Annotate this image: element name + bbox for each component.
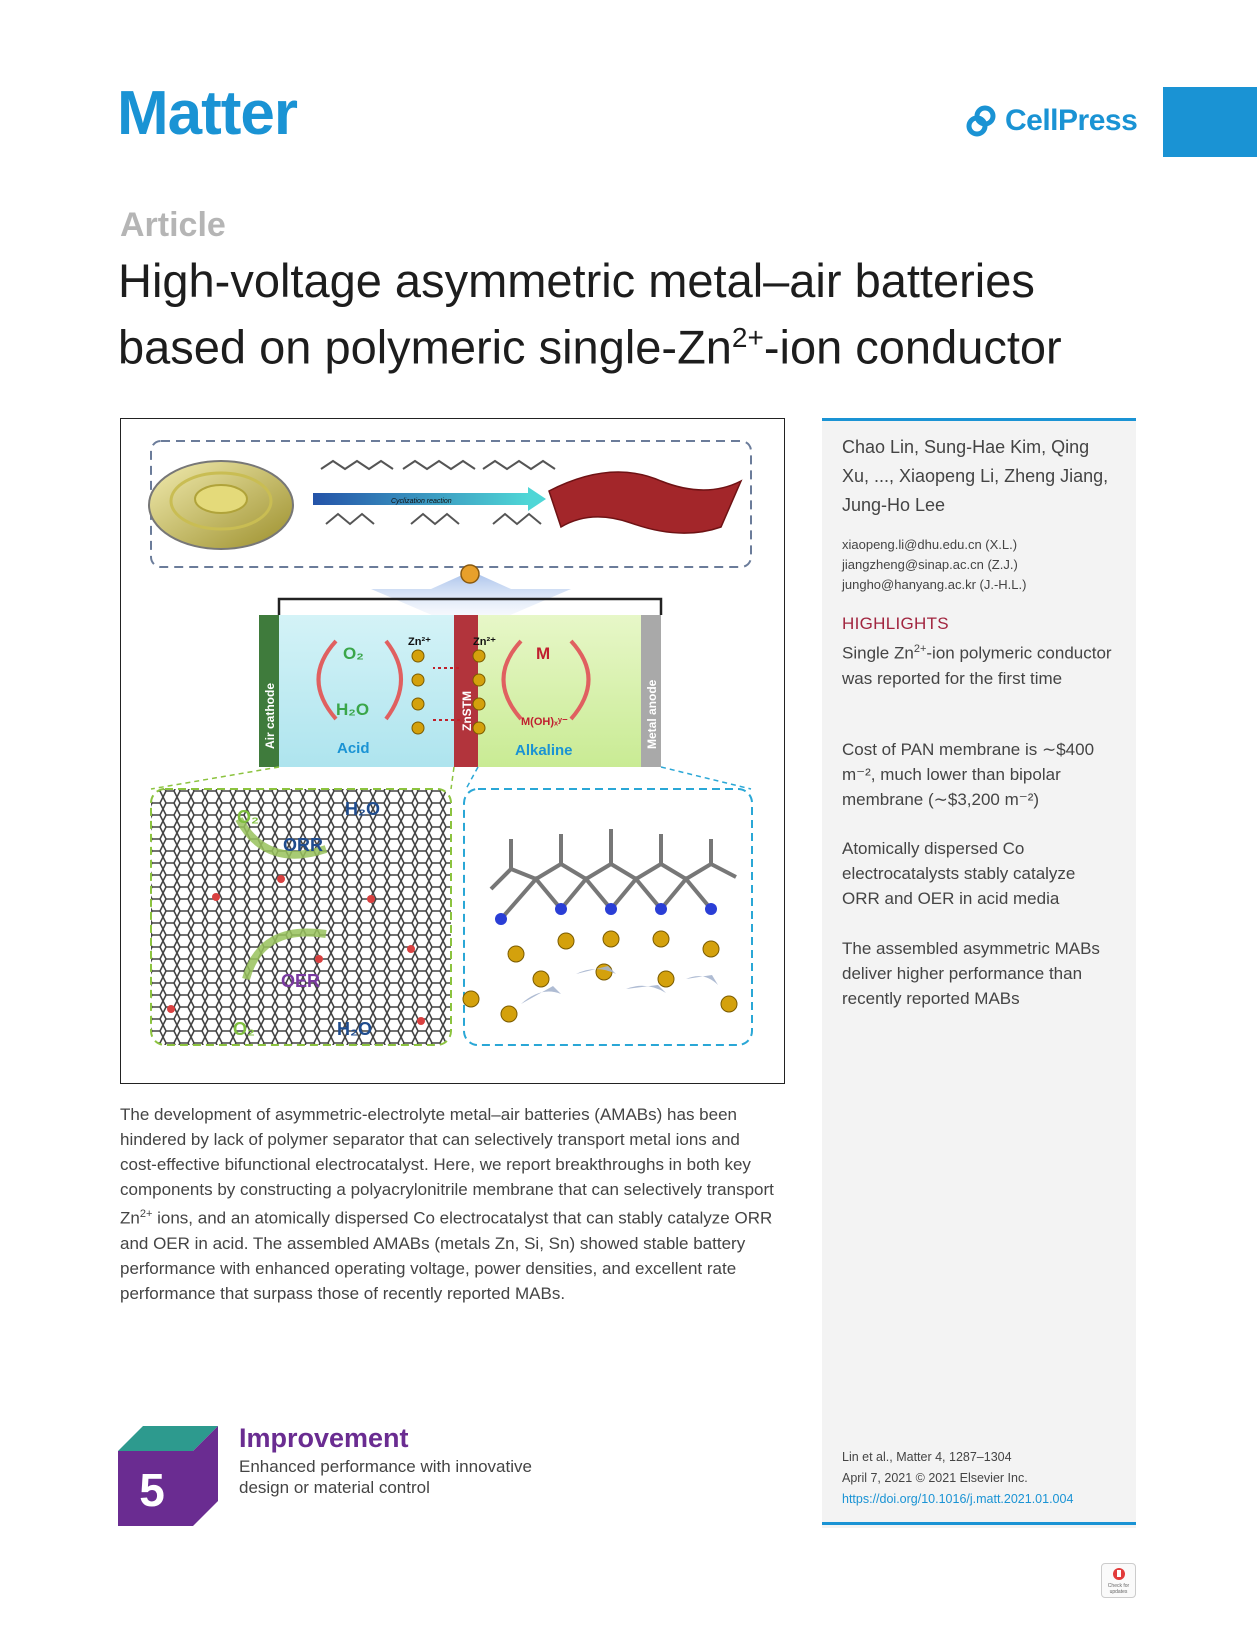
article-title: High-voltage asymmetric metal–air batter… — [118, 252, 1158, 376]
moh-label: M(OH)ₓʸ⁻ — [521, 716, 568, 728]
publisher-logo[interactable]: CellPress — [965, 104, 1138, 138]
highlight-item: Cost of PAN membrane is ∼$400 m⁻², much … — [842, 740, 1095, 809]
air-cathode-label: Air cathode — [263, 683, 277, 749]
progress-cube-icon: 5 — [118, 1426, 218, 1531]
title-line-1: High-voltage asymmetric metal–air batter… — [118, 254, 1035, 307]
o2-bottom-label: O₂ — [233, 1019, 255, 1039]
polymer-film — [548, 471, 743, 534]
sidebar-rule — [822, 1522, 1136, 1525]
highlight-item: Atomically dispersed Co electrocatalysts… — [842, 839, 1076, 908]
title-line-2: based on polymeric single-Zn2+-ion condu… — [118, 320, 1062, 374]
oer-label: OER — [281, 971, 320, 991]
alkaline-label: Alkaline — [515, 742, 573, 759]
highlight-item: Single Zn2+-ion polymeric conductor was … — [842, 643, 1112, 688]
contact-emails: xiaopeng.li@dhu.edu.cn (X.L.) jiangzheng… — [842, 535, 1026, 595]
h2o-label: H₂O — [336, 700, 369, 719]
h2o-top-label: H₂O — [345, 799, 380, 819]
publisher-name: CellPress — [1005, 104, 1138, 137]
corner-tab — [1163, 87, 1257, 157]
h2o-bottom-label: H₂O — [337, 1019, 372, 1039]
progress-title: Improvement — [239, 1423, 409, 1453]
znstm-membrane — [454, 615, 478, 767]
catalyst-panel — [150, 788, 452, 1046]
highlight-item: The assembled asymmetric MABs deliver hi… — [842, 939, 1100, 1008]
graphical-abstract: Cyclization reaction Air cathode Metal a… — [120, 418, 785, 1084]
metal-label: M — [536, 644, 550, 663]
badge-label: Check for updates — [1107, 1583, 1130, 1595]
email-link[interactable]: jiangzheng@sinap.ac.cn (Z.J.) — [842, 557, 1018, 572]
molecule-strands — [320, 459, 556, 526]
cyclization-label: Cyclization reaction — [391, 498, 452, 505]
metal-anode — [641, 615, 661, 767]
abstract-text: The development of asymmetric-electrolyt… — [120, 1105, 774, 1303]
progress-number: 5 — [139, 1464, 165, 1516]
citation: Lin et al., Matter 4, 1287–1304 April 7,… — [842, 1447, 1073, 1510]
doi-link[interactable]: https://doi.org/10.1016/j.matt.2021.01.0… — [842, 1492, 1074, 1506]
nitrogen-atoms — [495, 903, 717, 925]
alkaline-chamber — [478, 615, 661, 767]
cellpress-icon — [966, 105, 996, 137]
light-bulb — [460, 564, 480, 584]
acid-label: Acid — [337, 740, 370, 757]
article-type: Article — [120, 206, 226, 244]
orr-label: ORR — [283, 835, 323, 855]
o2-label: O₂ — [343, 644, 364, 663]
check-for-updates-badge[interactable]: Check for updates — [1101, 1563, 1136, 1598]
journal-logo[interactable]: Matter — [117, 79, 298, 148]
sidebar — [822, 418, 1136, 1528]
zn-label-right: Zn²⁺ — [473, 636, 496, 648]
graphical-abstract-figure: Cyclization reaction Air cathode Metal a… — [148, 440, 753, 1046]
authors: Chao Lin, Sung-Hae Kim, Qing Xu, ..., Xi… — [842, 437, 1109, 515]
bookmark-icon — [1112, 1568, 1125, 1580]
email-link[interactable]: jungho@hanyang.ac.kr (J.-H.L.) — [842, 577, 1027, 592]
progress-description: Enhanced performance with innovative des… — [239, 1457, 532, 1497]
citation-journal: Lin et al., Matter 4, 1287–1304 — [842, 1450, 1012, 1464]
zn-label-left: Zn²⁺ — [408, 636, 431, 648]
cyclization-arrow — [313, 493, 528, 505]
highlights-heading: HIGHLIGHTS — [842, 614, 949, 633]
air-cathode — [259, 615, 279, 767]
o2-top-label: O₂ — [237, 807, 259, 827]
co-sites — [167, 875, 425, 1025]
membrane-label: ZnSTM — [460, 691, 474, 731]
email-link[interactable]: xiaopeng.li@dhu.edu.cn (X.L.) — [842, 537, 1018, 552]
zn-ions — [411, 649, 486, 735]
metal-anode-label: Metal anode — [645, 679, 659, 749]
acid-chamber — [279, 615, 464, 767]
citation-date: April 7, 2021 © 2021 Elsevier Inc. — [842, 1471, 1028, 1485]
